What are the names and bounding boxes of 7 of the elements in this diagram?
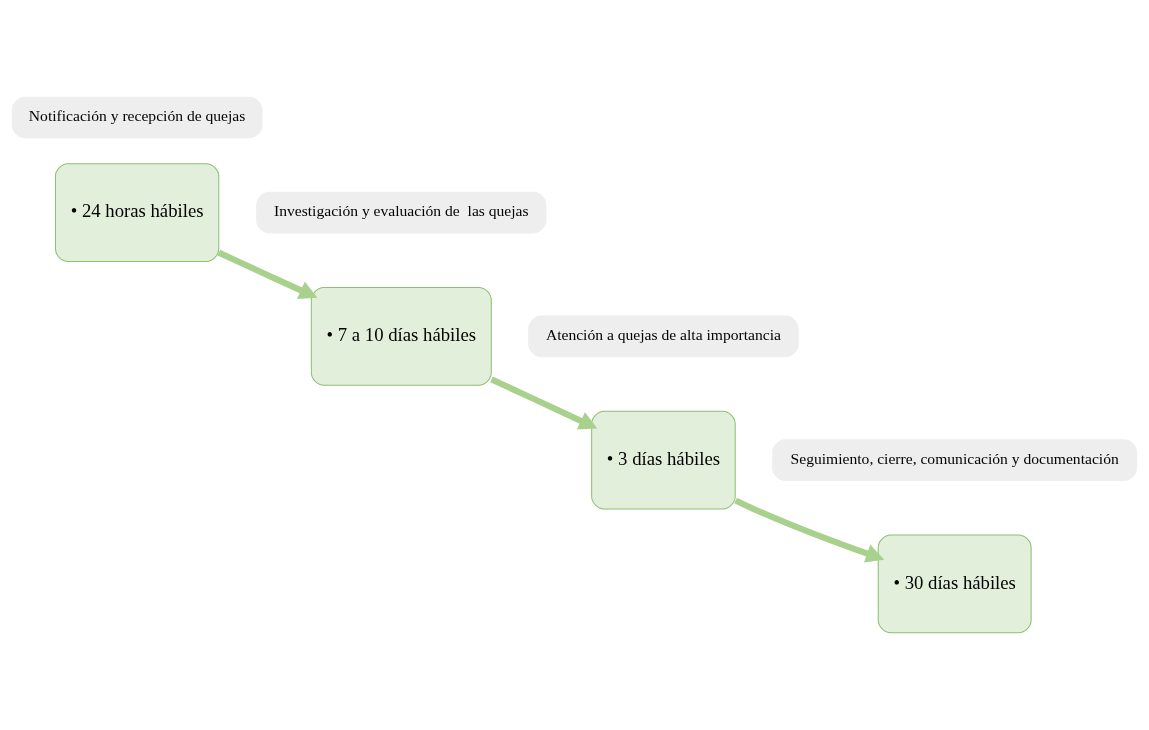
node-box: • 24 horas hábiles <box>54 163 220 262</box>
node-box: • 7 a 10 días hábiles <box>310 287 492 386</box>
arrow <box>734 497 885 563</box>
arrow <box>217 249 318 299</box>
node-box: • 30 días hábiles <box>877 534 1032 634</box>
node-box: • 3 días hábiles <box>591 410 736 510</box>
arrow <box>490 376 598 430</box>
